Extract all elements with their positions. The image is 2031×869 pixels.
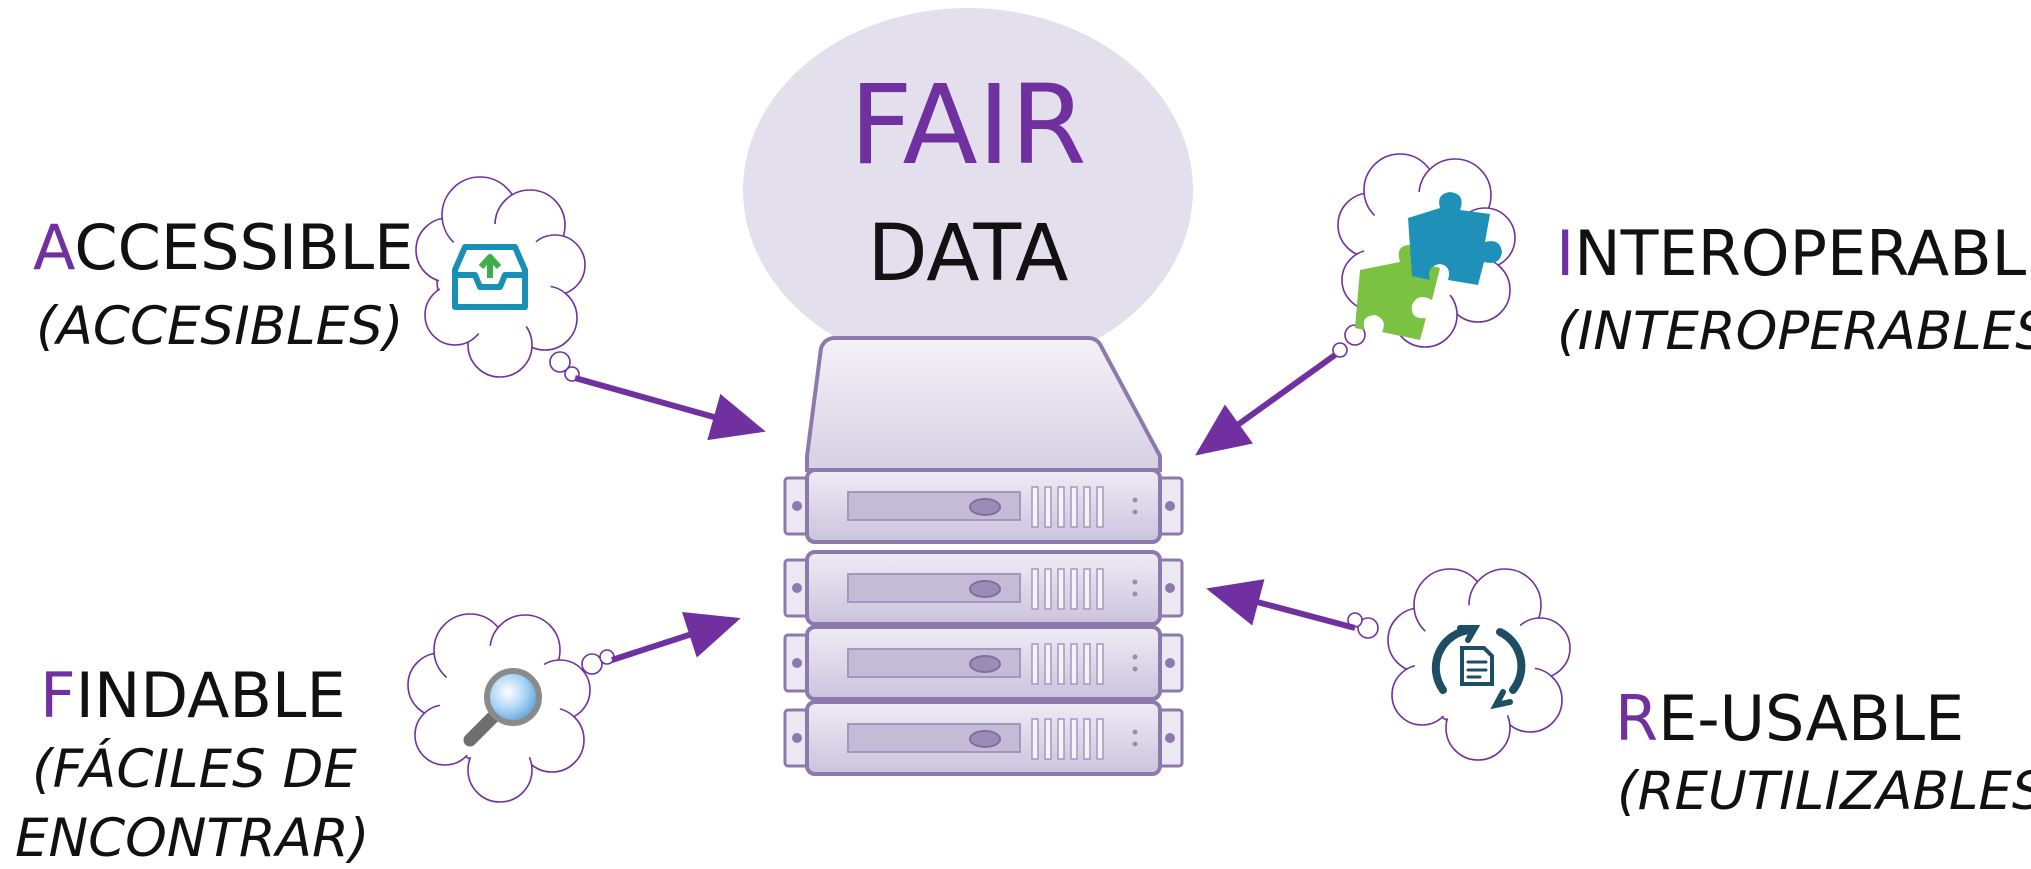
server-button: [969, 655, 1001, 673]
server-vent: [1057, 486, 1065, 528]
server-led: [1132, 497, 1138, 503]
server-button: [969, 580, 1001, 598]
puzzle-pieces-icon: [1355, 192, 1502, 340]
server-screw: [792, 583, 802, 593]
server-screw: [1165, 658, 1175, 668]
arrow-accessible: [574, 375, 766, 441]
server-unit: [783, 468, 1184, 544]
server-button: [969, 730, 1001, 748]
server-vent: [1083, 486, 1091, 528]
server-led: [1132, 666, 1138, 672]
server-vent: [1044, 718, 1052, 760]
server-led: [1132, 579, 1138, 585]
rest-reusable: E-USABLE: [1658, 682, 1965, 755]
server-vent: [1096, 718, 1104, 760]
server-vent: [1044, 643, 1052, 685]
page-subtitle: DATA: [867, 209, 1069, 299]
server-vent: [1044, 568, 1052, 610]
server-vent: [1070, 718, 1078, 760]
server-vent: [1096, 486, 1104, 528]
server-vent: [1057, 568, 1065, 610]
document-refresh-icon: [1431, 625, 1526, 710]
label-reusable: RE-USABLE: [1615, 688, 1964, 750]
arrow-interoperable: [1195, 352, 1337, 456]
server-unit: [783, 625, 1184, 701]
server-unit: [783, 700, 1184, 776]
server-vent: [1083, 718, 1091, 760]
inbox-upload-icon: [452, 244, 528, 310]
label-interoperable: INTEROPERABLE: [1556, 223, 2031, 285]
server-rack-icon: [805, 336, 1162, 472]
server-vent: [1031, 718, 1039, 760]
translation-accessible: (ACCESIBLES): [36, 296, 404, 357]
server-led: [1132, 741, 1138, 747]
initial-findable: F: [40, 659, 76, 732]
server-vent: [1057, 718, 1065, 760]
server-vent: [1070, 486, 1078, 528]
arrow-findable: [611, 612, 741, 663]
server-unit: [783, 550, 1184, 626]
server-vent: [1031, 643, 1039, 685]
server-led: [1132, 591, 1138, 597]
translation-findable-line2: ENCONTRAR): [15, 808, 370, 869]
server-led: [1132, 654, 1138, 660]
server-vent: [1044, 486, 1052, 528]
magnifier-icon: [463, 668, 542, 747]
rest-findable: INDABLE: [75, 659, 346, 732]
server-vent: [1031, 568, 1039, 610]
server-screw: [792, 733, 802, 743]
server-vent: [1083, 568, 1091, 610]
rest-accessible: CCESSIBLE: [74, 211, 414, 284]
server-vent: [1031, 486, 1039, 528]
server-vent: [1070, 568, 1078, 610]
server-vent: [1057, 643, 1065, 685]
server-vent: [1096, 568, 1104, 610]
translation-findable-line1: (FÁCILES DE: [32, 739, 357, 800]
server-screw: [1165, 583, 1175, 593]
rest-interoperable: NTEROPERABLE: [1574, 217, 2031, 290]
server-screw: [792, 501, 802, 511]
translation-interoperable: (INTEROPERABLES): [1557, 301, 2031, 362]
server-screw: [1165, 733, 1175, 743]
initial-interoperable: I: [1556, 217, 1575, 290]
server-screw: [1165, 501, 1175, 511]
label-accessible: ACCESSIBLE: [33, 217, 413, 279]
title-bubble: [743, 8, 1193, 372]
initial-accessible: A: [33, 211, 75, 284]
server-screw: [792, 658, 802, 668]
server-vent: [1096, 643, 1104, 685]
server-led: [1132, 729, 1138, 735]
server-vent: [1083, 643, 1091, 685]
arrow-reusable: [1206, 579, 1356, 631]
translation-reusable: (REUTILIZABLES): [1617, 761, 2031, 822]
server-vent: [1070, 643, 1078, 685]
server-led: [1132, 509, 1138, 515]
page-title: FAIR: [849, 61, 1087, 189]
server-button: [969, 498, 1001, 516]
label-findable: FINDABLE: [40, 665, 346, 727]
initial-reusable: R: [1615, 682, 1659, 755]
